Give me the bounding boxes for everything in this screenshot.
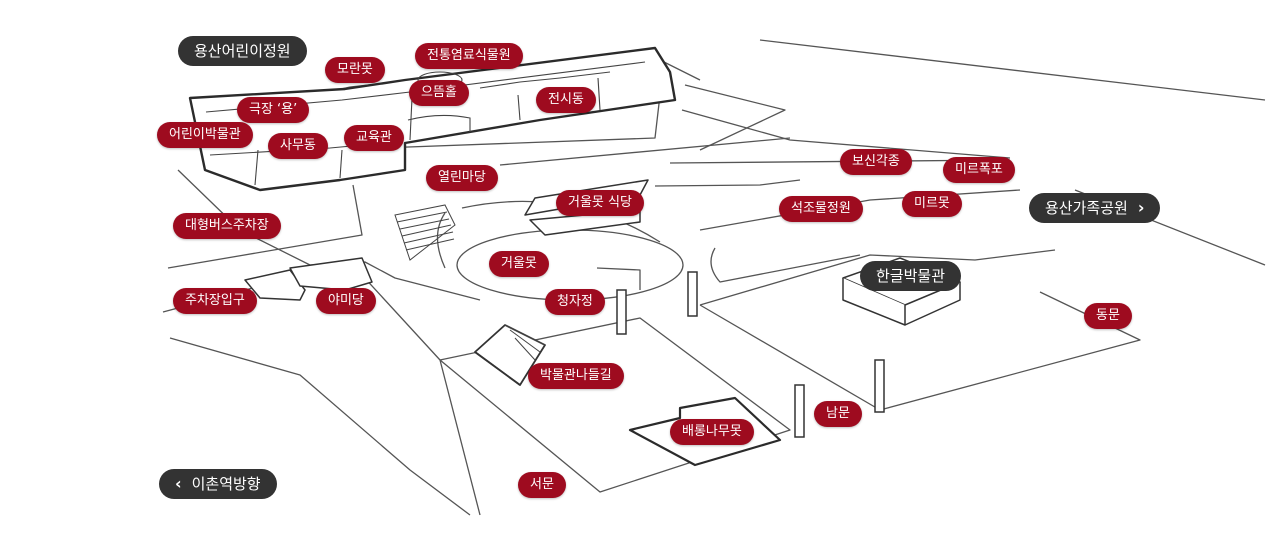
pin-mireumot[interactable]: 미르못 [902, 191, 962, 217]
pin-eutteumhol[interactable]: 으뜸홀 [409, 80, 469, 106]
pin-bosingakjong[interactable]: 보신각종 [840, 149, 912, 175]
pin-parking-entrance[interactable]: 주차장입구 [173, 288, 257, 314]
pin-cheongjajeong[interactable]: 청자정 [545, 289, 605, 315]
pin-museum-road[interactable]: 박물관나들길 [528, 363, 624, 389]
nav-ichon-station-button[interactable]: ‹ 이촌역방향 [159, 469, 277, 499]
pin-moranmot[interactable]: 모란못 [325, 57, 385, 83]
nav-yongsan-family-park-button[interactable]: 용산가족공원 › [1029, 193, 1161, 223]
pin-east-gate[interactable]: 동문 [1084, 303, 1132, 329]
pin-office[interactable]: 사무동 [268, 133, 328, 159]
area-label-children-garden: 용산어린이정원 [178, 36, 307, 66]
pin-yamidang[interactable]: 야미당 [316, 288, 376, 314]
pin-education[interactable]: 교육관 [344, 125, 404, 151]
pin-mireu-pokpo[interactable]: 미르폭포 [943, 157, 1015, 183]
pin-geoulmot-restaurant[interactable]: 거울못 식당 [556, 190, 644, 216]
pin-south-gate[interactable]: 남문 [814, 401, 862, 427]
area-label-hangeul-museum: 한글박물관 [860, 261, 962, 291]
pin-stone-garden[interactable]: 석조물정원 [779, 196, 863, 222]
pin-yeollin-madang[interactable]: 열린마당 [426, 165, 498, 191]
chevron-left-icon: ‹ [175, 474, 182, 493]
pin-bus-parking[interactable]: 대형버스주차장 [173, 213, 281, 239]
pin-children-museum[interactable]: 어린이박물관 [157, 122, 253, 148]
pin-exhibition-hall[interactable]: 전시동 [536, 87, 596, 113]
pin-west-gate[interactable]: 서문 [518, 472, 566, 498]
pin-geoulmot[interactable]: 거울못 [489, 251, 549, 277]
pin-dyed-plant-garden[interactable]: 전통염료식물원 [415, 43, 523, 69]
nav-right-label: 용산가족공원 [1045, 199, 1128, 217]
nav-left-label: 이촌역방향 [191, 475, 261, 493]
pin-baerong-namumot[interactable]: 배롱나무못 [670, 419, 754, 445]
pin-theater-yong[interactable]: 극장 ‘용’ [237, 97, 310, 123]
chevron-right-icon: › [1137, 198, 1145, 217]
